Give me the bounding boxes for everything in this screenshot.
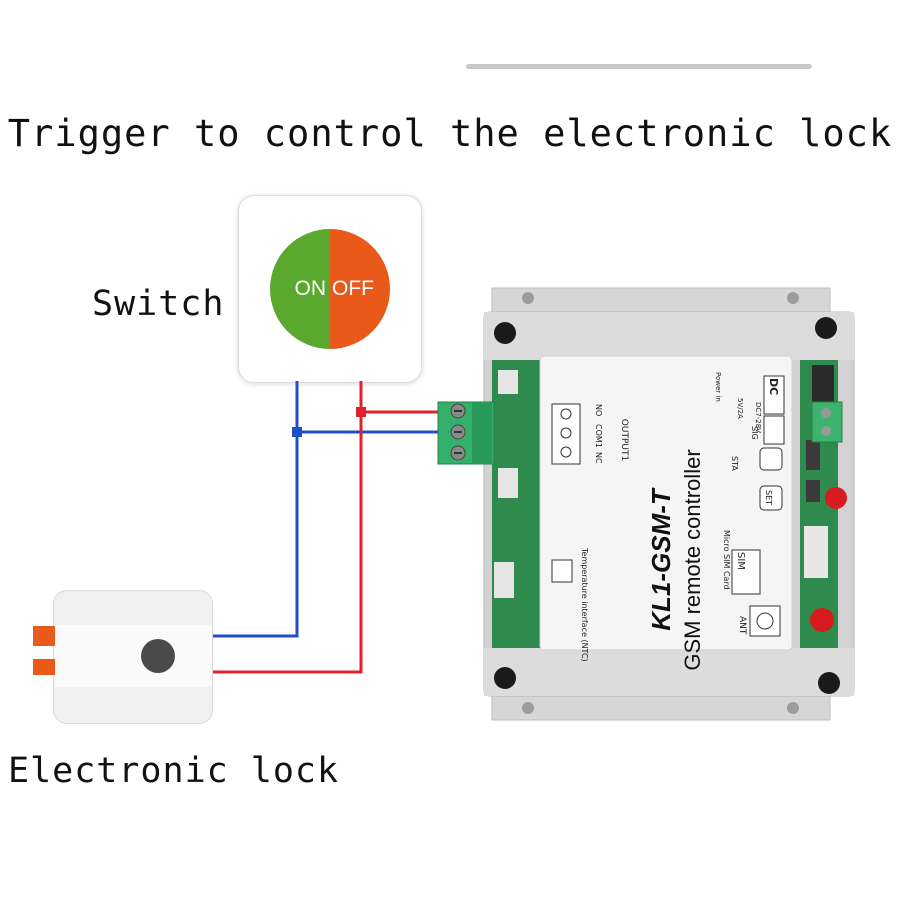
terminal-label-nc: NC [594, 452, 603, 464]
device-label-panel [539, 355, 793, 651]
switch-label: Switch [92, 284, 225, 324]
dc-label-text: DC [767, 378, 780, 395]
lock-latch-lower [33, 659, 55, 675]
power-in-label: Power in [714, 372, 722, 402]
set-button-label: SET [764, 490, 773, 505]
blue-wire [212, 381, 299, 638]
terminal-label-com1: COM1 [594, 424, 603, 448]
red-wire [212, 381, 363, 674]
temperature-label-text: Temperature interface (NTC) [580, 547, 589, 662]
power-spec-1-text: 5V/2A [736, 398, 744, 419]
mount-hole-icon [494, 322, 516, 344]
device-subtitle-text: GSM remote controller [680, 449, 705, 670]
mount-hole-icon [494, 667, 516, 689]
power-spec-2-text: DC7-28V [754, 402, 762, 433]
switch-on-half[interactable]: ON [270, 229, 330, 349]
mount-hole-icon [818, 672, 840, 694]
power-terminal-block [811, 401, 843, 443]
switch-panel[interactable]: ON OFF [238, 195, 422, 383]
lock-face-band [54, 625, 212, 687]
device-model-text: KL1-GSM-T [646, 487, 676, 631]
page-heading: Trigger to control the electronic lock [7, 112, 893, 155]
top-divider-bar [466, 64, 812, 69]
mount-hole-icon [815, 317, 837, 339]
sig-indicator-label: SIG [750, 426, 759, 440]
red-wire-junction [356, 407, 366, 417]
output-label-text: OUTPUT1 [619, 419, 629, 461]
sim-slot-label: SIM [735, 552, 746, 570]
electronic-lock [53, 590, 213, 724]
switch-off-half[interactable]: OFF [330, 229, 390, 349]
sta-indicator-label: STA [730, 456, 739, 471]
sim-caption-text: Micro SIM Card [722, 530, 731, 590]
ant-label-text: ANT [737, 616, 747, 635]
electronic-lock-label: Electronic lock [8, 751, 340, 791]
lock-latch-upper [33, 626, 55, 646]
blue-wire-junction [292, 427, 302, 437]
lock-keyhole-icon [141, 639, 175, 673]
on-off-switch-button[interactable]: ON OFF [270, 229, 390, 349]
terminal-label-no: NO [594, 404, 603, 416]
